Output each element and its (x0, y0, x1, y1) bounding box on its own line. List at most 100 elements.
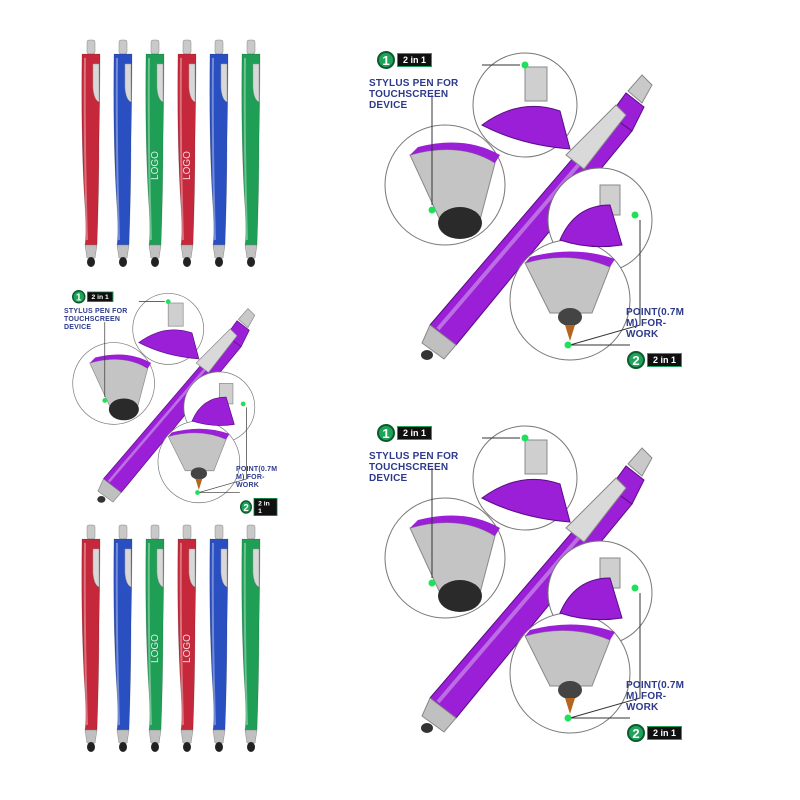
pen-row-bottom-graphic (81, 524, 261, 752)
point-metal (167, 432, 227, 472)
stylus-metal (409, 522, 496, 594)
badge-2: 2 2 in 1 (240, 498, 278, 516)
logo-text: LOGO (149, 151, 161, 180)
purple-cone (138, 329, 200, 360)
pen-clip (156, 548, 164, 588)
marker-dot (240, 401, 246, 407)
stylus-tip (421, 723, 433, 733)
pen-clip (156, 63, 164, 103)
point-rubber (558, 681, 582, 699)
pen-top-tip (214, 524, 224, 540)
point-purple-ring (525, 624, 615, 640)
marker-dot (428, 206, 436, 214)
pen-top-tip (246, 39, 256, 55)
diagram-large-top: 1 2 in 1 STYLUS PEN FOR TOUCHSCREEN DEVI… (365, 45, 705, 375)
pen-tip (212, 244, 226, 259)
connector-line (569, 593, 641, 719)
badge-1: 1 2 in 1 (72, 290, 114, 304)
stylus-label: STYLUS PEN FOR TOUCHSCREEN DEVICE (369, 78, 459, 111)
marker-dot (631, 211, 639, 219)
pen-top-tip (182, 39, 192, 55)
pen-highlight (115, 57, 120, 241)
stylus-tip (183, 257, 191, 267)
point-label: POINT(0.7M M) FOR-WORK (626, 307, 685, 340)
pen-tip (84, 729, 98, 744)
pen-top-tip (86, 524, 96, 540)
pen (81, 39, 101, 267)
point-label: POINT(0.7M M) FOR-WORK (626, 680, 685, 713)
stylus-tip (247, 742, 255, 752)
marker-dot (631, 584, 639, 592)
point-rubber (558, 308, 582, 326)
point-metal (524, 629, 611, 687)
pen-clip (195, 328, 238, 374)
marker-dot (564, 714, 572, 722)
badge-1: 1 2 in 1 (377, 51, 433, 69)
pen (209, 524, 229, 752)
pen-row-top-graphic (81, 39, 261, 267)
stylus-metal (89, 358, 149, 408)
stylus-metal (409, 149, 496, 221)
purple-cone (481, 478, 571, 523)
pen-highlight (211, 57, 216, 241)
pen-highlight (179, 57, 184, 241)
ballpoint-tip (565, 698, 575, 714)
point-label: POINT(0.7M M) FOR-WORK (236, 466, 278, 489)
pen-tip (421, 324, 457, 360)
ballpoint-tip (195, 478, 203, 490)
pen (145, 39, 165, 267)
pen-top-tip (118, 39, 128, 55)
point-purple-ring (525, 251, 615, 267)
pen-top-tip (150, 524, 160, 540)
pen-cap (225, 320, 250, 348)
stylus-tip (87, 257, 95, 267)
marker-dot (428, 579, 436, 587)
badge-tag: 2 in 1 (647, 353, 683, 367)
stylus-tip (215, 742, 223, 752)
pen-highlight (115, 542, 120, 726)
pen-clip (92, 63, 100, 103)
pen-top-tip (86, 39, 96, 55)
stylus-tip (183, 742, 191, 752)
pen (81, 524, 101, 752)
badge-2: 2 2 in 1 (627, 351, 683, 369)
diagram-small: 1 2 in 1 STYLUS PEN FOR TOUCHSCREEN DEVI… (60, 288, 290, 516)
pen-top-tip (246, 524, 256, 540)
purple-cone (559, 577, 623, 621)
badge-number: 1 (72, 290, 86, 304)
pen-highlight (211, 542, 216, 726)
point-rubber (190, 467, 208, 480)
stylus-label: STYLUS PEN FOR TOUCHSCREEN DEVICE (369, 451, 459, 484)
stylus-tip (421, 350, 433, 360)
pen-clip (220, 63, 228, 103)
stylus-label: STYLUS PEN FOR TOUCHSCREEN DEVICE (64, 308, 128, 331)
marker-dot (195, 490, 200, 495)
stylus-tip (215, 257, 223, 267)
badge-number: 1 (377, 51, 395, 69)
pen-tip (148, 244, 162, 259)
diagram-large-bottom: 1 2 in 1 STYLUS PEN FOR TOUCHSCREEN DEVI… (365, 418, 705, 748)
pen-clip (124, 63, 132, 103)
stylus-rubber (108, 398, 139, 421)
logo-text: LOGO (149, 634, 161, 663)
pen-row-top: LOGO LOGO (75, 39, 270, 270)
pen-clip (565, 104, 627, 170)
badge-number: 2 (240, 500, 253, 514)
stylus-tip (97, 495, 106, 503)
stylus-tip (247, 257, 255, 267)
logo-text: LOGO (181, 634, 193, 663)
pen-clip (252, 548, 260, 588)
pen-clip (252, 63, 260, 103)
pen-tip (212, 729, 226, 744)
stylus-tip (119, 742, 127, 752)
pen (113, 39, 133, 267)
purple-cone (481, 105, 571, 150)
marker-dot (564, 341, 572, 349)
pen-top-tip (214, 39, 224, 55)
marker-dot (521, 434, 529, 442)
pen-top-tip (150, 39, 160, 55)
badge-tag: 2 in 1 (87, 291, 114, 302)
pen-cap (609, 92, 645, 132)
stylus-rubber (438, 580, 482, 612)
pen-clip (124, 548, 132, 588)
